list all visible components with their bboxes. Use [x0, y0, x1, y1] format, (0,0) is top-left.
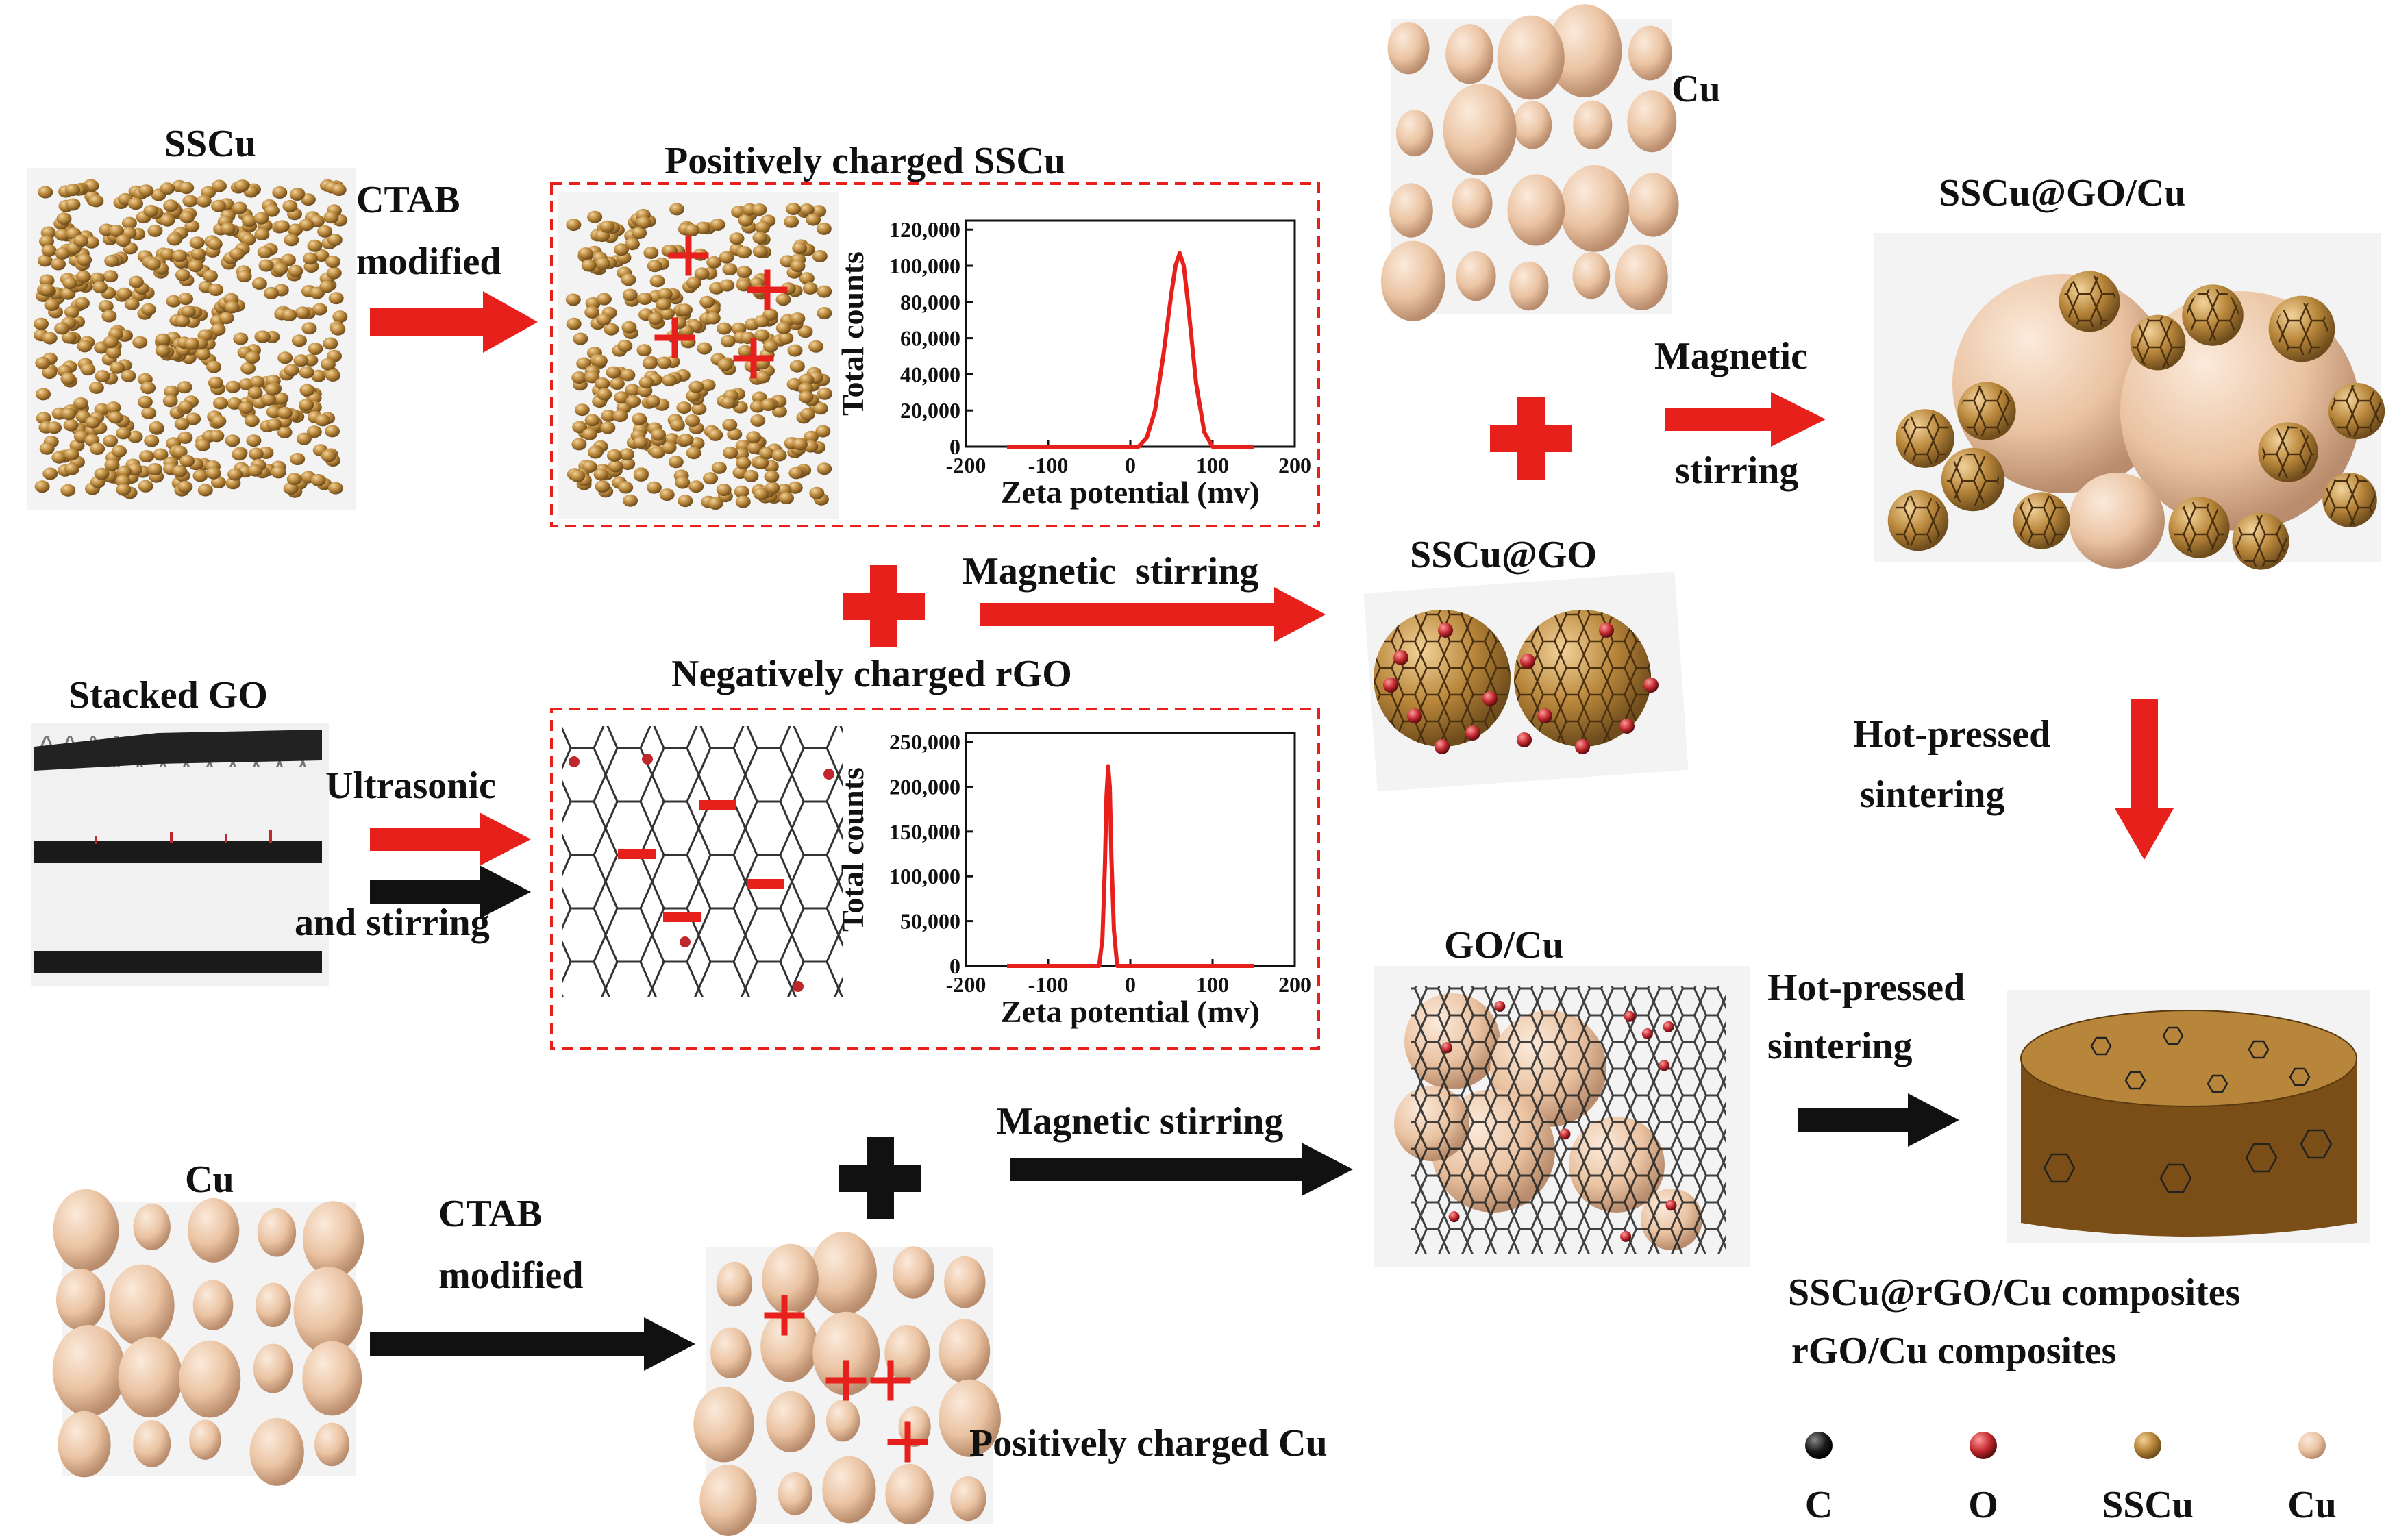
- cu-particles-bottom-image: [52, 1189, 364, 1486]
- x-tick-label: -100: [1028, 972, 1069, 997]
- plus-signs-sscu: [654, 235, 788, 379]
- positively-charged-sscu-label: Positively charged SSCu: [665, 140, 1065, 182]
- ctab-label-bottom: CTAB: [438, 1193, 542, 1235]
- x-tick-label: 0: [1125, 453, 1136, 477]
- red-arrow-magnetic-top: [1665, 392, 1826, 447]
- ultrasonic-label: Ultrasonic: [325, 765, 496, 807]
- magnetic-stirring-bottom-label: Magnetic stirring: [997, 1100, 1283, 1143]
- y-tick-label: 80,000: [900, 290, 960, 314]
- red-arrow-ultrasonic: [370, 812, 531, 866]
- plus-signs-cu: [764, 1295, 928, 1463]
- legend-label-o: O: [1968, 1484, 1998, 1526]
- legend-swatch-o: [1970, 1432, 1997, 1459]
- magnetic-label: Magnetic: [1654, 335, 1808, 377]
- y-tick-label: 60,000: [900, 326, 960, 351]
- graphene-sheet-image: [562, 726, 843, 997]
- black-arrow-ultrasonic: [370, 865, 531, 919]
- red-plus-top: [1490, 397, 1572, 480]
- positively-charged-cu-label: Positively charged Cu: [969, 1422, 1328, 1465]
- black-arrow-ctab: [370, 1317, 695, 1371]
- x-axis-label: Zeta potential (mv): [1001, 475, 1260, 510]
- dashed-box-sscu: [550, 182, 1320, 527]
- minus-signs-rgo: [618, 800, 784, 922]
- black-plus-bottom: [839, 1137, 921, 1219]
- sintering-label-bottom: sintering: [1767, 1025, 1913, 1067]
- dashed-box-rgo: [550, 708, 1320, 1050]
- sscu-label: SSCu: [164, 123, 256, 165]
- legend: C O SSCu Cu: [1805, 1432, 2337, 1526]
- go-cu-label: GO/Cu: [1444, 924, 1563, 967]
- modified-label-bottom: modified: [438, 1254, 584, 1297]
- x-tick-label: 100: [1196, 972, 1229, 997]
- stacked-go-image: [31, 723, 329, 986]
- legend-label-cu: Cu: [2287, 1484, 2337, 1526]
- x-tick-label: -200: [946, 453, 986, 477]
- and-stirring-label: and stirring: [295, 902, 490, 944]
- modified-label-top: modified: [356, 240, 501, 283]
- red-arrow-ctab: [370, 291, 538, 353]
- cu-particles-top-image: [1380, 4, 1679, 321]
- sscu-go-image: [1363, 571, 1689, 792]
- plot-frame: [965, 732, 1296, 967]
- zeta-plot-rgo: -200 -100 0 100 200 0 50,000 100,000 150,000 200,…: [835, 730, 1311, 1029]
- x-axis-label: Zeta potential (mv): [1001, 994, 1260, 1029]
- y-tick-label: 150,000: [889, 819, 960, 844]
- magnetic-stirring-middle-label: Magnetic stirring: [962, 550, 1258, 593]
- red-arrow-down: [2115, 699, 2174, 860]
- composite-label-1: SSCu@rGO/Cu composites: [1788, 1271, 2240, 1314]
- hot-pressed-label-right: Hot-pressed: [1853, 713, 2050, 756]
- y-tick-label: 250,000: [889, 730, 960, 754]
- y-tick-label: 100,000: [889, 253, 960, 278]
- plot-frame: [965, 219, 1296, 448]
- composite-cylinder-image: [2007, 990, 2370, 1243]
- legend-swatch-c: [1805, 1432, 1833, 1459]
- black-arrow-sintering: [1798, 1093, 1959, 1147]
- red-arrow-magnetic-middle: [980, 587, 1326, 642]
- cu-label-top: Cu: [1672, 68, 1721, 110]
- sintering-label-right: sintering: [1860, 773, 2005, 816]
- y-tick-label: 0: [949, 434, 960, 459]
- sscu-particles-image: [27, 168, 356, 510]
- stirring-label: stirring: [1675, 449, 1798, 492]
- negatively-charged-rgo-label: Negatively charged rGO: [671, 653, 1072, 695]
- red-plus-middle: [843, 565, 925, 647]
- sscu-go-cu-label: SSCu@GO/Cu: [1939, 172, 2185, 214]
- zeta-curve: [1007, 764, 1254, 968]
- y-axis-label: Total counts: [835, 251, 870, 416]
- x-tick-label: 0: [1125, 972, 1136, 997]
- cu-label-bottom: Cu: [185, 1158, 234, 1201]
- stacked-go-label: Stacked GO: [69, 674, 268, 717]
- y-tick-label: 0: [949, 954, 960, 978]
- black-arrow-magnetic-bottom: [1010, 1143, 1353, 1196]
- positive-sscu-particles-image: [558, 192, 839, 519]
- go-cu-image: [1374, 966, 1750, 1267]
- ctab-label-top: CTAB: [356, 179, 460, 221]
- x-tick-label: 100: [1196, 453, 1229, 477]
- y-tick-label: 40,000: [900, 362, 960, 386]
- y-tick-label: 50,000: [900, 909, 960, 934]
- zeta-plot-sscu: -200 -100 0 100 200 0 20,000 40,000 60,000 80,000…: [835, 217, 1311, 510]
- hot-pressed-label-bottom: Hot-pressed: [1767, 967, 1965, 1009]
- zeta-curve: [1007, 251, 1254, 449]
- y-tick-label: 200,000: [889, 774, 960, 799]
- composite-label-2: rGO/Cu composites: [1791, 1330, 2116, 1372]
- legend-swatch-cu: [2298, 1432, 2326, 1459]
- sscu-go-cu-image: [1874, 233, 2385, 570]
- legend-label-c: C: [1805, 1484, 1833, 1526]
- legend-swatch-sscu: [2134, 1432, 2161, 1459]
- x-tick-label: -200: [946, 972, 986, 997]
- x-tick-label: -100: [1028, 453, 1069, 477]
- y-tick-label: 20,000: [900, 398, 960, 423]
- y-tick-label: 120,000: [889, 217, 960, 242]
- y-tick-label: 100,000: [889, 864, 960, 889]
- legend-label-sscu: SSCu: [2102, 1484, 2194, 1526]
- x-tick-label: 200: [1278, 972, 1311, 997]
- x-tick-label: 200: [1278, 453, 1311, 477]
- positive-cu-particles-image: [693, 1232, 1001, 1536]
- y-axis-label: Total counts: [835, 767, 870, 932]
- sscu-go-label: SSCu@GO: [1410, 534, 1597, 576]
